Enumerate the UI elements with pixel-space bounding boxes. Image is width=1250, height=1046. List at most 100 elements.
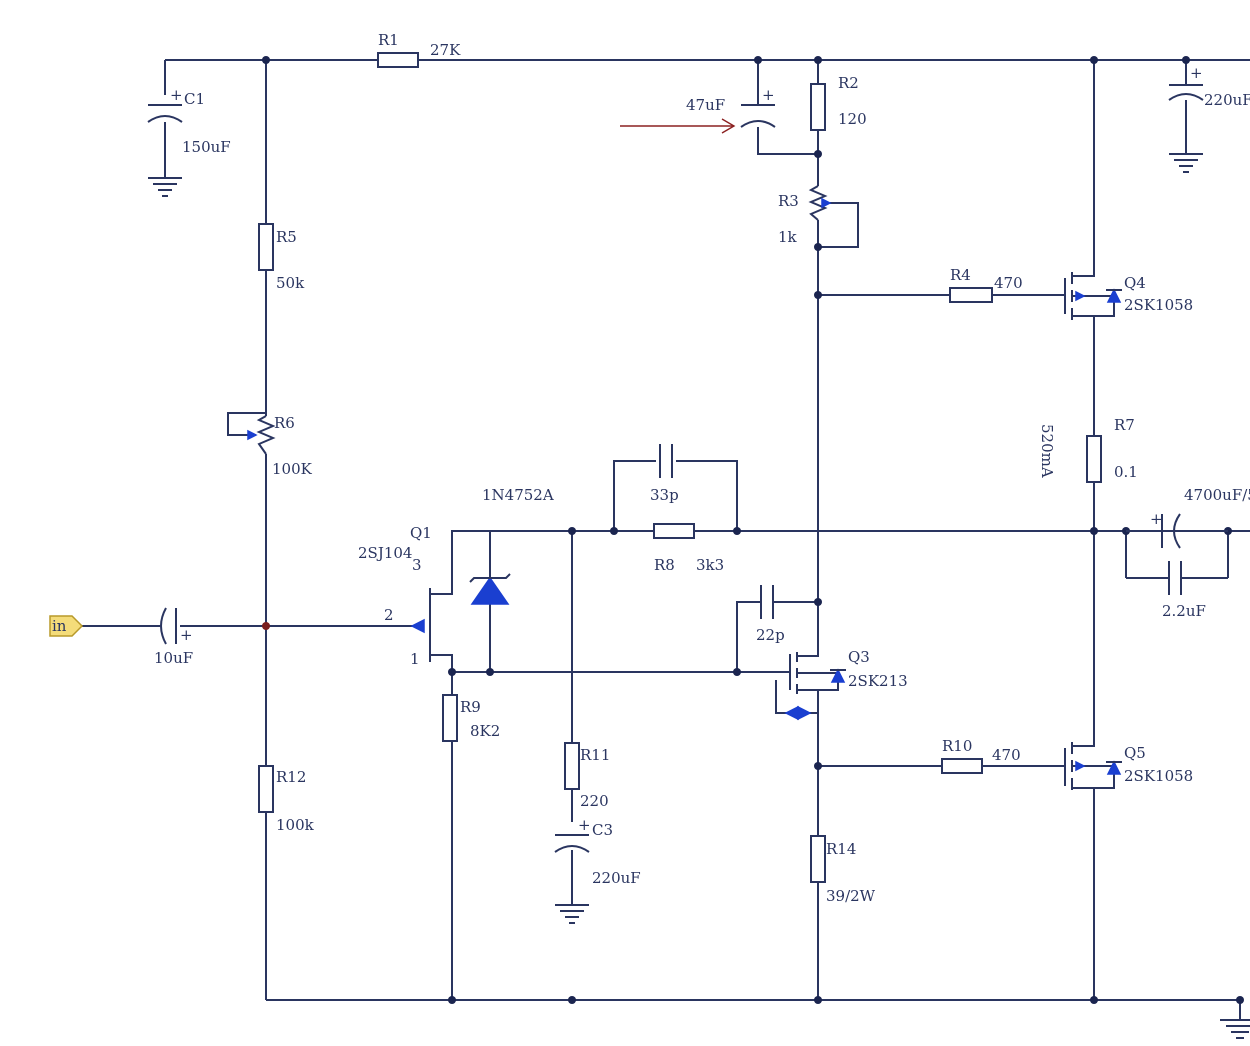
capacitor-2u2F: 2.2uF [1162,561,1206,620]
capacitor-input: + 10uF [154,607,193,667]
junction-dot [1236,996,1244,1004]
junction-dot [814,996,822,1004]
junction-dot [814,243,822,251]
C-4700uF-value: 4700uF/5 [1184,486,1250,504]
Q4-ref: Q4 [1124,274,1146,292]
C-47uF-plus: + [762,86,775,104]
junction-dot [448,668,456,676]
junction-dot [814,56,822,64]
Q5-ref: Q5 [1124,744,1146,762]
R6-ref: R6 [274,414,295,432]
R1-ref: R1 [378,31,399,49]
junction-dot [610,527,618,535]
C-220uF-right-value: 220uF [1204,91,1250,109]
transistor-Q3: Q3 2SK213 [784,648,908,721]
Q4-part: 2SK1058 [1124,296,1193,314]
Q1-ref: Q1 [410,524,432,542]
C-input-value: 10uF [154,649,193,667]
junction-dot [733,527,741,535]
junction-dot [1090,56,1098,64]
bias-current-label: 520mA [1038,424,1056,478]
resistor-R12: R12 100k [258,765,315,834]
ground-symbol [555,904,589,924]
C3-ref: C3 [592,821,613,839]
junction-dot [814,598,822,606]
junction-dot [568,527,576,535]
potentiometer-R3: R3 1k [778,185,832,246]
R2-value: 120 [838,110,867,128]
input-port-shape [49,615,84,637]
Q1-pin1: 1 [410,650,420,668]
C-2u2F-value: 2.2uF [1162,602,1206,620]
Q5-part: 2SK1058 [1124,767,1193,785]
junctions [262,56,1244,1004]
C3-value: 220uF [592,869,641,887]
C-4700uF-plus: + [1150,510,1163,528]
R8-value: 3k3 [696,556,724,574]
R10-value: 470 [992,746,1021,764]
ground-symbol [148,177,182,197]
junction-dot [262,622,270,630]
ground-symbol [1169,153,1203,173]
capacitor-220uF-right: + 220uF [1168,64,1250,109]
resistor-R4: R4 470 [949,266,1023,303]
resistor-R7: R7 0.1 [1086,416,1138,483]
R3-value: 1k [778,228,798,246]
R2-ref: R2 [838,74,859,92]
resistor-R8: R8 3k3 [653,523,724,574]
junction-dot [1090,996,1098,1004]
C-input-plus: + [180,626,193,644]
potentiometer-R6: R6 100K [247,414,313,478]
zener-diode: 1N4752A [469,486,554,605]
R9-ref: R9 [460,698,481,716]
R6-value: 100K [272,460,313,478]
capacitor-C3: + C3 220uF [554,816,641,887]
wires [82,59,1250,1020]
transistor-Q1: Q1 2SJ104 3 2 1 [358,524,440,668]
bias-current-annotation: 520mA [1038,424,1056,478]
R4-ref: R4 [950,266,971,284]
transistor-Q4: Q4 2SK1058 [1064,272,1193,320]
R11-ref: R11 [580,746,610,764]
R12-value: 100k [276,816,315,834]
resistor-R11: R11 220 [564,742,610,810]
junction-dot [1182,56,1190,64]
junction-dot [486,668,494,676]
resistor-R1: R1 27K [377,31,461,68]
C-33p-value: 33p [650,486,679,504]
transistor-Q5: Q5 2SK1058 [1064,742,1193,792]
R4-value: 470 [994,274,1023,292]
C-47uF-value: 47uF [686,96,725,114]
R7-value: 0.1 [1114,463,1138,481]
note-arrow [620,118,736,134]
C-22p-value: 22p [756,626,785,644]
input-port: in [49,615,84,637]
R8-ref: R8 [654,556,675,574]
R1-value: 27K [430,41,461,59]
capacitor-4700uF: + 4700uF/5 [1126,486,1250,549]
junction-dot [733,668,741,676]
ground-symbol [1220,1019,1250,1039]
resistor-R14: R14 39/2W [810,835,876,905]
junction-dot [814,150,822,158]
input-port-label: in [52,617,67,635]
R10-ref: R10 [942,737,972,755]
Q1-part: 2SJ104 [358,544,412,562]
zener-part: 1N4752A [482,486,554,504]
junction-dot [568,996,576,1004]
C1-ref: C1 [184,90,205,108]
R14-ref: R14 [826,840,856,858]
R9-value: 8K2 [470,722,500,740]
C3-plus: + [578,816,591,834]
resistor-R5: R5 50k [258,223,305,292]
C1-value: 150uF [182,138,231,156]
junction-dot [754,56,762,64]
capacitor-C1: + C1 150uF [147,86,231,156]
R3-ref: R3 [778,192,799,210]
R5-value: 50k [276,274,305,292]
resistor-R10: R10 470 [941,737,1021,774]
R12-ref: R12 [276,768,306,786]
R14-value: 39/2W [826,887,876,905]
Q1-pin3: 3 [412,556,422,574]
